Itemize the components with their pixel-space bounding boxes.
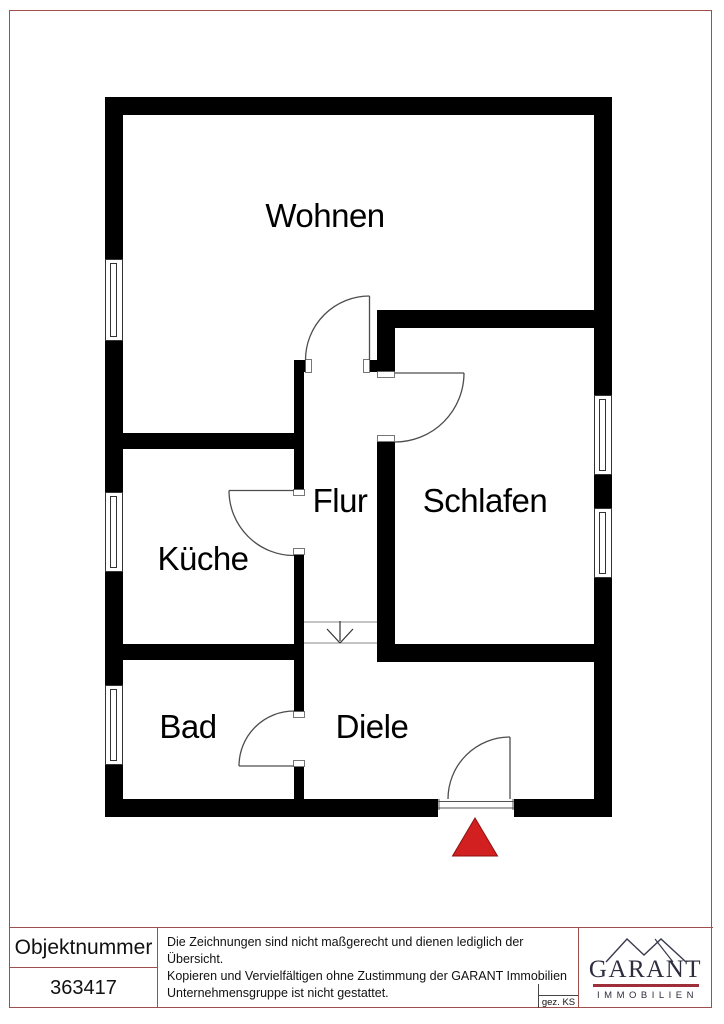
room-label-kueche: Küche <box>157 540 248 577</box>
window-schlafen-right-lower <box>594 508 612 578</box>
logo-accent-rule <box>592 983 699 987</box>
room-label-bad: Bad <box>159 708 216 745</box>
room-label-diele: Diele <box>336 708 409 745</box>
logo-brand-text: GARANT <box>588 955 703 983</box>
window-kueche-left <box>105 492 123 572</box>
title-block-divider-2 <box>578 927 579 1008</box>
disclaimer-line-1: Die Zeichnungen sind nicht maßgerecht un… <box>167 935 524 966</box>
disclaimer-text: Die Zeichnungen sind nicht maßgerecht un… <box>167 934 567 1002</box>
entrance-threshold <box>438 799 514 817</box>
room-label-schlafen: Schlafen <box>423 482 547 519</box>
entrance-marker-icon <box>451 817 499 857</box>
logo-roof-icon <box>604 937 686 963</box>
door-swing-bad <box>238 710 295 767</box>
title-block-top-line <box>9 927 713 928</box>
door-swing-entrance <box>447 736 511 800</box>
drawn-by-box: gez. KS <box>538 995 578 1008</box>
disclaimer-line-3: Unternehmensgruppe ist nicht gestattet. <box>167 986 389 1000</box>
room-label-wohnen: Wohnen <box>265 197 384 234</box>
object-number-label: Objektnummer <box>10 928 157 968</box>
title-block-divider-1 <box>157 927 158 1008</box>
object-number-value: 363417 <box>50 976 117 999</box>
door-swing-wohnen <box>304 295 371 361</box>
door-jambs <box>293 359 395 767</box>
disclaimer-line-2: Kopieren und Vervielfältigen ohne Zustim… <box>167 969 567 983</box>
window-wohnen-left <box>105 259 123 341</box>
window-bad-left <box>105 685 123 765</box>
outer-walls <box>105 97 612 817</box>
passage-arrow-icon <box>304 621 377 644</box>
window-symbols <box>105 259 612 765</box>
drawn-by-tick-mark <box>538 984 539 995</box>
door-swings <box>228 295 511 800</box>
room-label-flur: Flur <box>313 482 368 519</box>
door-swing-schlafen <box>394 372 465 443</box>
logo-division-text: IMMOBILIEN <box>597 989 698 1001</box>
interior-walls <box>123 310 594 799</box>
garant-logo: GARANT IMMOBILIEN <box>579 928 712 1008</box>
window-schlafen-right-upper <box>594 395 612 475</box>
door-swing-kueche <box>228 489 295 557</box>
sheet-border-frame <box>9 10 712 1008</box>
